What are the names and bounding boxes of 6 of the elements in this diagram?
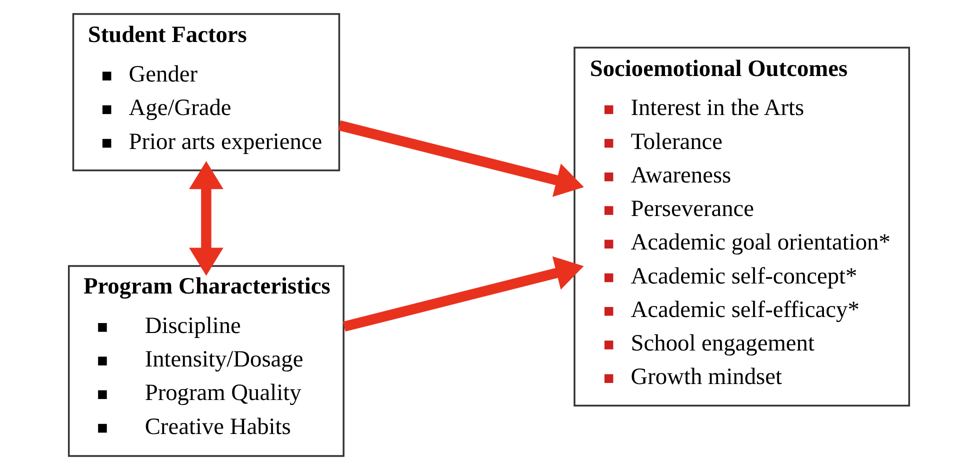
node-box: Socioemotional Outcomes Interest in the Arts Tolerance Awareness Perseverance Academic goal orientation* Academic self-concept* Academic self-efficacy* School engagement Growth mindset xyxy=(573,46,910,406)
node-box: Student Factors Gender Age/Grade Prior arts experience xyxy=(72,13,340,172)
node-box: Program Characteristics Discipline Intensity/Dosage Program Quality Creative Habits xyxy=(67,265,344,457)
arrow xyxy=(188,161,223,276)
arrow xyxy=(342,256,584,332)
arrow xyxy=(338,120,584,197)
